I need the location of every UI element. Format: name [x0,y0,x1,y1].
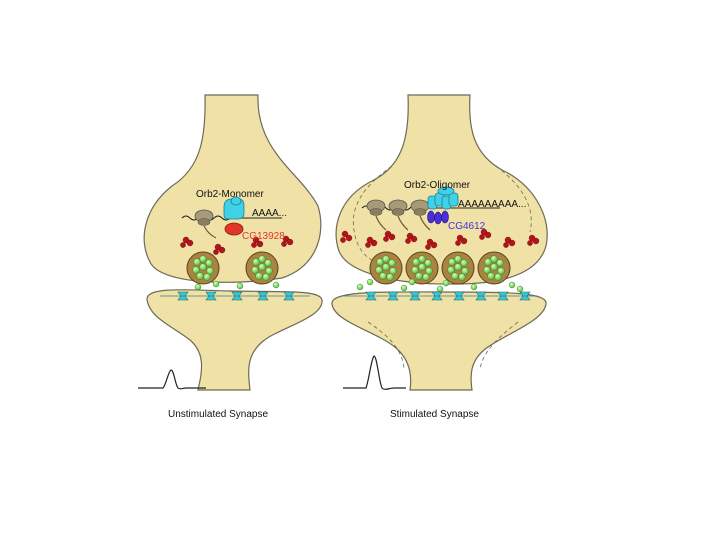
protein-clusters-right [340,228,540,250]
vesicle-icon [477,251,511,285]
polya-tail-label-left: AAAA... [252,208,287,219]
orb2-oligomer-label: Orb2-Oligomer [404,180,471,191]
postsynaptic-terminal-left [146,289,323,391]
cg13928-label: CG13928 [242,231,285,242]
left-panel: Orb2-Monomer AAAA... CG13928 Unstimulate… [138,94,323,420]
presynaptic-dashed-outline [352,165,532,261]
orb2-monomer-label: Orb2-Monomer [196,189,264,200]
postsynaptic-dashed-outline [367,321,519,369]
polya-tail-label-right: AAAAAAAAA... [458,199,526,210]
neurotransmitters-right [356,278,524,293]
action-potential-trace-icon [343,355,406,390]
vesicle-icon [405,251,439,285]
vesicle-icon [369,251,403,285]
neurotransmitters-left [194,280,280,291]
vesicle-icon [186,251,220,285]
cg4612-label: CG4612 [448,221,486,232]
stimulated-synapse-caption: Stimulated Synapse [390,409,479,420]
ribosome-icon [194,209,217,239]
orb2-monomer-icon [223,196,245,236]
vesicle-icon [245,251,279,285]
ribosome-icon [388,199,409,231]
right-panel: Orb2-Oligomer AAAAAAAAA... CG4612 Stimul… [331,94,548,420]
postsynaptic-terminal-right [331,291,547,391]
protein-clusters-left [180,235,294,255]
ribosome-icon [366,199,387,231]
action-potential-trace-icon [138,369,206,390]
unstimulated-synapse-caption: Unstimulated Synapse [168,409,268,420]
vesicle-icon [441,251,475,285]
orb2-oligomer-icon [427,186,459,225]
